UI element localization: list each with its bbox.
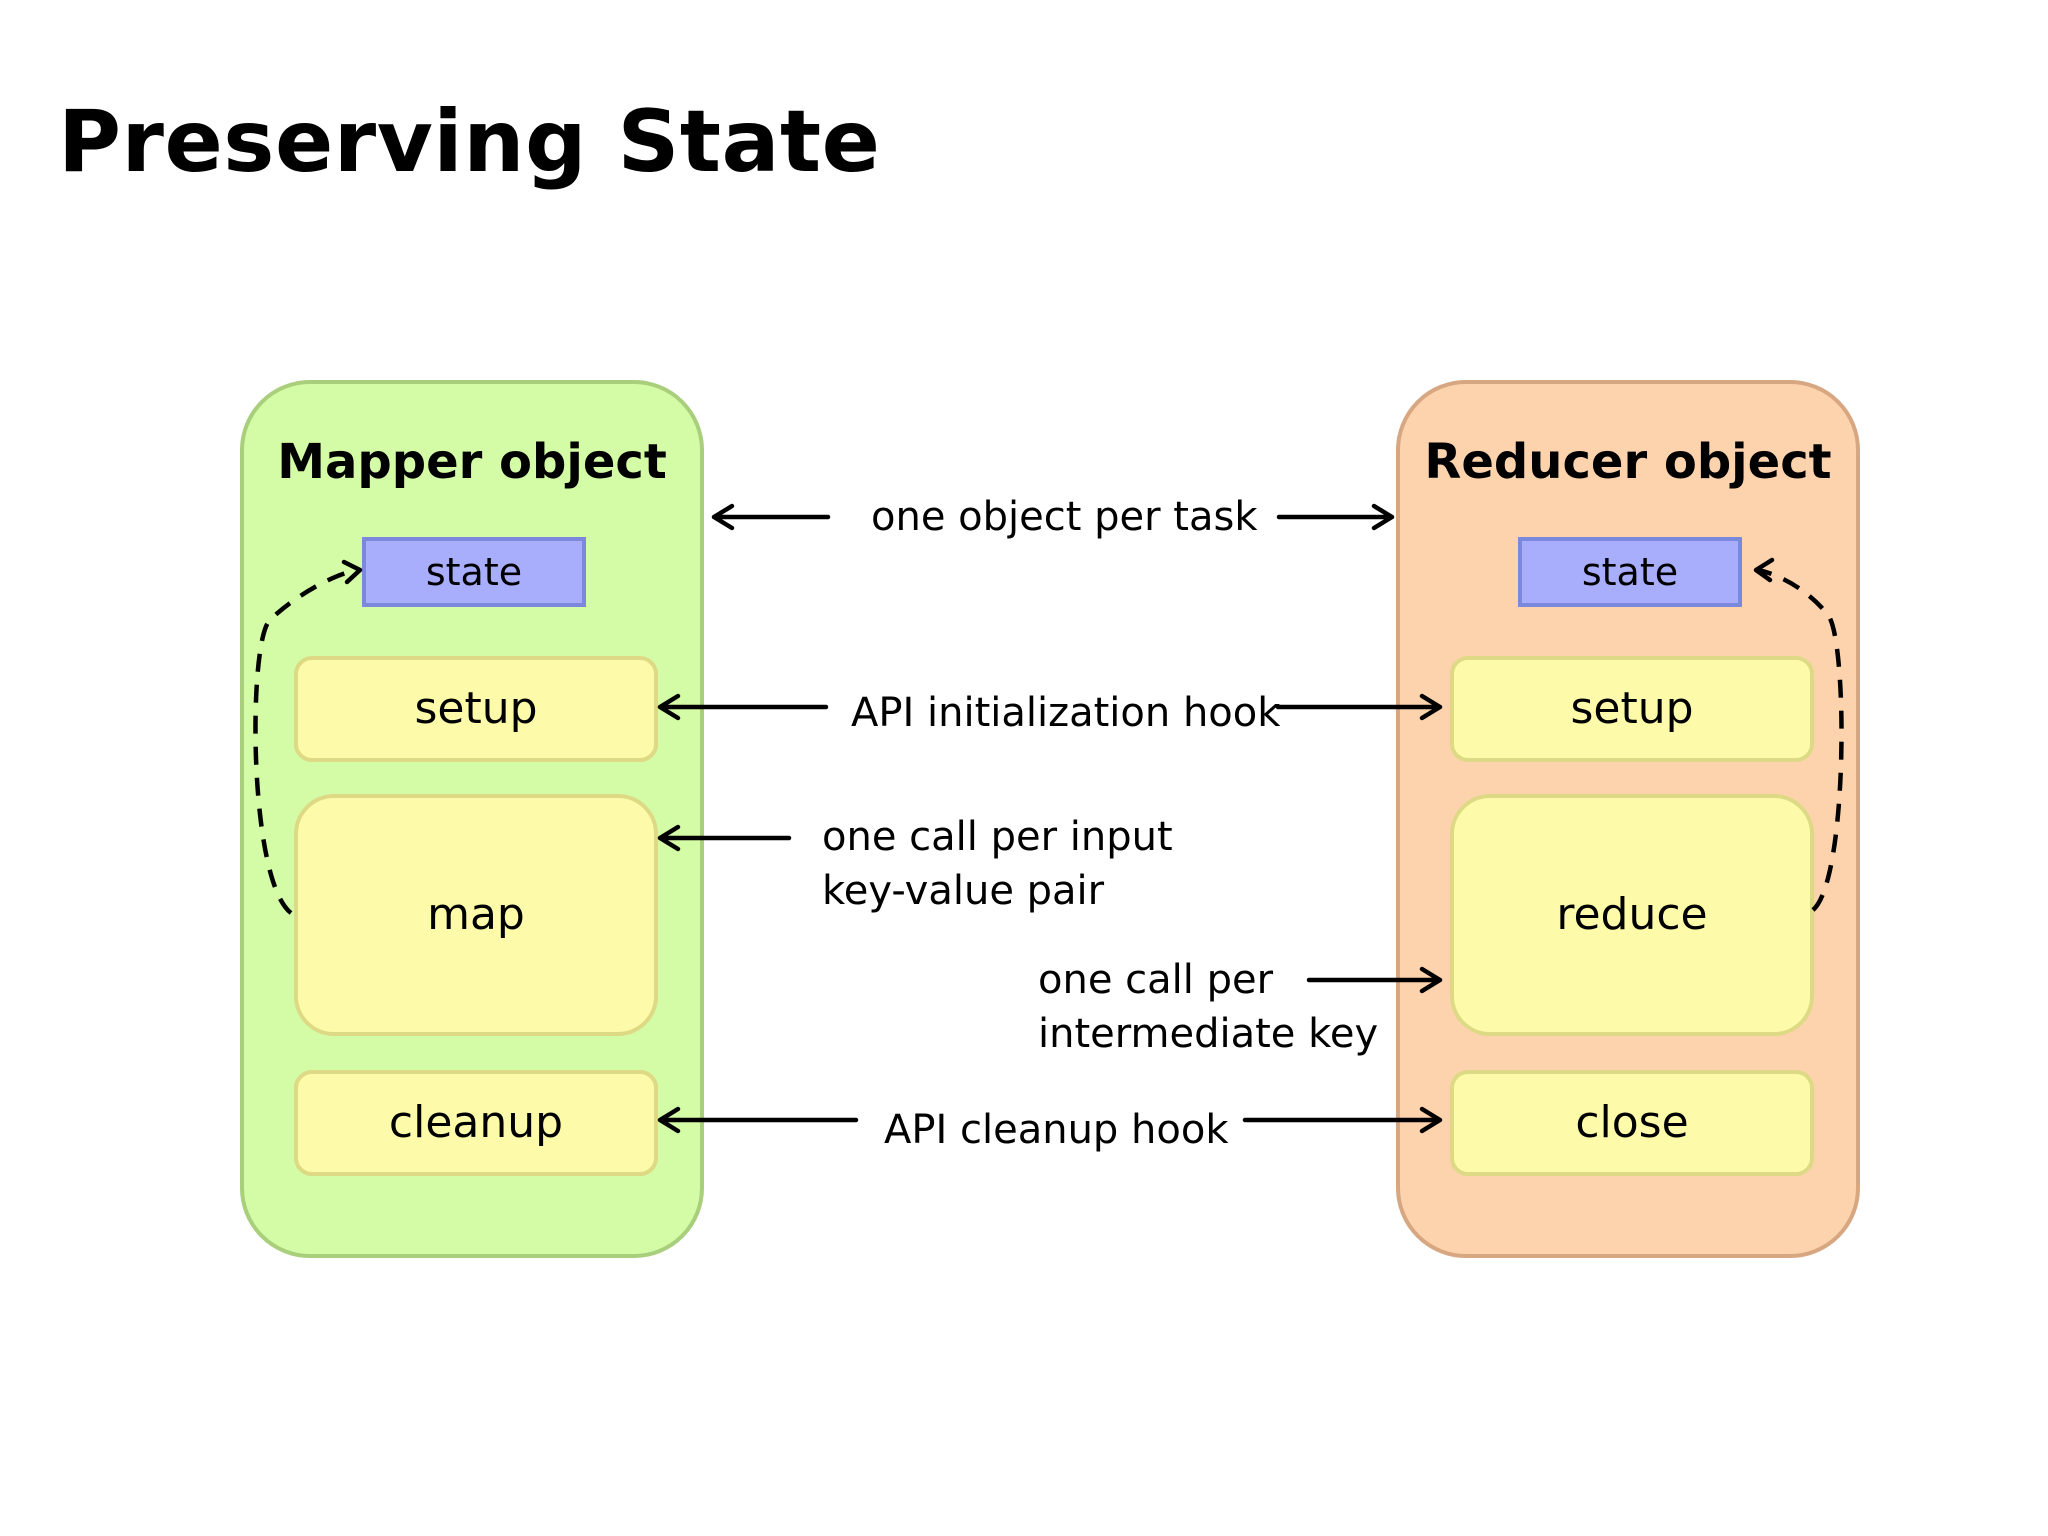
arrow-object-per-task-left bbox=[711, 503, 831, 531]
mapper-setup-box: setup bbox=[294, 656, 658, 762]
mapper-object-panel: Mapper object state setup map cleanup bbox=[240, 380, 704, 1258]
reducer-setup-box: setup bbox=[1450, 656, 1814, 762]
reducer-state-box: state bbox=[1518, 537, 1742, 607]
mapper-state-box: state bbox=[362, 537, 586, 607]
mapper-cleanup-box: cleanup bbox=[294, 1070, 658, 1176]
label-object-per-task: one object per task bbox=[871, 494, 1258, 540]
reducer-object-panel: Reducer object state setup reduce close bbox=[1396, 380, 1860, 1258]
arrow-object-per-task-right bbox=[1276, 503, 1395, 531]
reducer-object-title: Reducer object bbox=[1424, 434, 1832, 490]
label-init-hook: API initialization hook bbox=[851, 690, 1281, 736]
label-call-per-key-line2: intermediate key bbox=[1038, 1011, 1379, 1057]
reducer-close-box: close bbox=[1450, 1070, 1814, 1176]
label-cleanup-hook: API cleanup hook bbox=[884, 1107, 1229, 1153]
mapper-object-title: Mapper object bbox=[277, 434, 667, 490]
mapper-map-box: map bbox=[294, 794, 658, 1036]
reducer-reduce-box: reduce bbox=[1450, 794, 1814, 1036]
label-call-per-input-line1: one call per input bbox=[822, 814, 1173, 860]
label-call-per-input-line2: key-value pair bbox=[822, 868, 1105, 914]
slide-title: Preserving State bbox=[58, 92, 881, 192]
label-call-per-key-line1: one call per bbox=[1038, 957, 1274, 1003]
